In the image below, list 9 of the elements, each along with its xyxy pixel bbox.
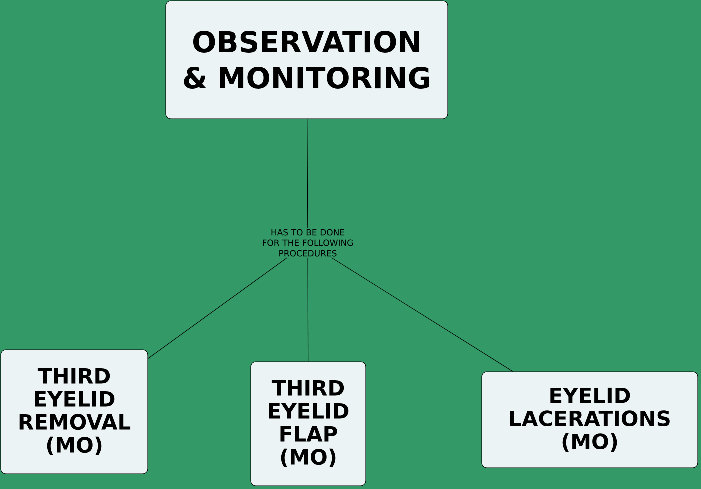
connector-line	[307, 119, 308, 228]
linking-phrase: HAS TO BE DONE FOR THE FOLLOWING PROCEDURES	[263, 229, 354, 257]
connector-line	[148, 258, 288, 359]
connector-line	[331, 258, 514, 372]
concept-box: OBSERVATION & MONITORING	[166, 0, 448, 120]
concept-box: EYELID LACERATIONS (MO)	[482, 372, 698, 468]
concept-box: THIRD EYELID FLAP (MO)	[250, 362, 366, 486]
connector-line	[308, 258, 309, 362]
concept-box: THIRD EYELID REMOVAL (MO)	[0, 350, 148, 474]
